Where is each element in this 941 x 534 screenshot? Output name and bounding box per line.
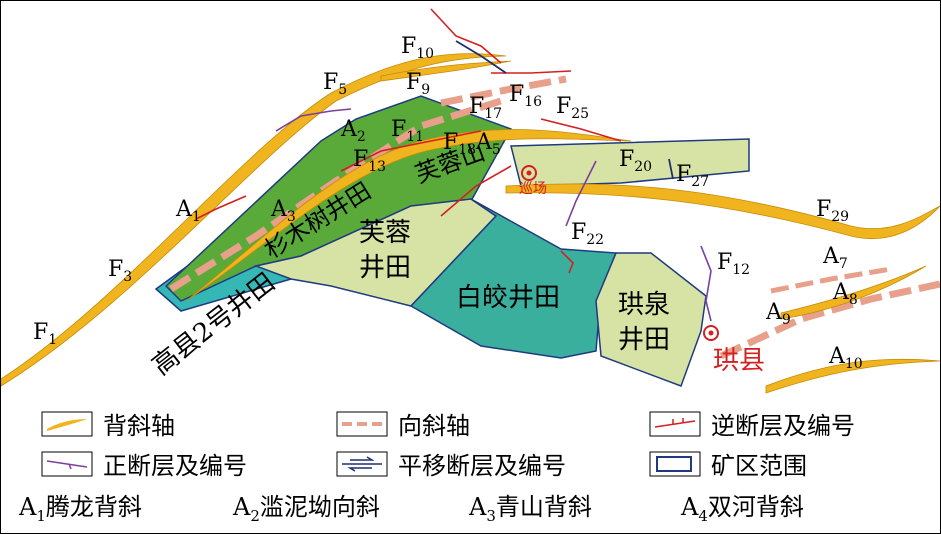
legend-syncline-label: 向斜轴	[398, 412, 470, 440]
syncline-axis	[770, 266, 892, 294]
label-F10: F10	[401, 34, 434, 62]
label-F29: F29	[816, 197, 849, 225]
legend-anticline-label: 背斜轴	[103, 412, 175, 440]
syncline-axis	[719, 280, 940, 360]
anticline-axis	[1, 53, 507, 387]
label-F17: F17	[469, 94, 502, 122]
mine-area-swatch-icon	[649, 451, 701, 476]
normal-fault	[700, 245, 712, 322]
legend-mine: 矿区范围	[649, 446, 807, 481]
label-F5: F5	[323, 70, 347, 98]
label-F1: F1	[33, 320, 57, 348]
anticline-axis	[765, 358, 940, 394]
label-A8: A8	[832, 280, 858, 308]
normal-fault	[565, 160, 597, 227]
label-F12: F12	[717, 250, 750, 278]
anticline-axis	[505, 183, 940, 240]
label-F25: F25	[556, 94, 589, 122]
town-marker-gongxian	[703, 325, 719, 341]
reverse-fault-swatch-icon	[649, 411, 701, 436]
label-furong-1: 芙蓉	[359, 218, 411, 248]
legend-strike-slip: 平移断层及编号	[336, 446, 566, 481]
normal-fault	[275, 108, 352, 132]
reverse-fault	[340, 130, 482, 172]
label-A9: A9	[765, 300, 791, 328]
strike-slip-swatch-icon	[336, 451, 388, 476]
legend-mine-label: 矿区范围	[711, 452, 807, 480]
label-F27: F27	[676, 162, 709, 190]
reverse-fault	[560, 250, 574, 274]
legend-normal: 正断层及编号	[41, 446, 247, 481]
legend-reverse: 逆断层及编号	[649, 406, 855, 441]
label-gongquan-2: 井田	[618, 325, 670, 355]
label-A7: A7	[822, 244, 848, 272]
town-marker-xunchang	[521, 165, 537, 181]
strike-slip-fault	[668, 158, 674, 180]
label-furong-2: 井田	[359, 253, 411, 283]
label-baijiao: 白皎井田	[456, 283, 560, 313]
label-F3: F3	[108, 257, 132, 285]
legend-normal-label: 正断层及编号	[103, 452, 247, 480]
reverse-fault	[430, 8, 502, 64]
syncline-swatch-icon	[336, 411, 388, 436]
legend-reverse-label: 逆断层及编号	[711, 412, 855, 440]
label-A10: A10	[828, 344, 863, 372]
anticline-swatch-icon	[41, 411, 93, 436]
baijiao-field	[409, 198, 618, 359]
label-F22: F22	[571, 220, 604, 248]
syncline-axis	[440, 75, 567, 107]
normal-fault-swatch-icon	[41, 451, 93, 476]
anticline-name-2: A2滥泥坳向斜	[233, 493, 380, 525]
reverse-fault	[540, 118, 622, 142]
furongshan-field	[510, 138, 750, 187]
label-gongquan-1: 珙泉	[618, 290, 670, 320]
strike-slip-fault	[455, 40, 507, 74]
geologic-map: 高县2号井田 杉木树井田 芙蓉山 芙蓉 井田 白皎井田 珙泉 井田 巡场 珙县 …	[1, 8, 940, 394]
reverse-fault	[195, 195, 247, 220]
label-xunchang: 巡场	[519, 181, 547, 197]
reverse-fault	[440, 165, 512, 217]
anticline-name-1: A1腾龙背斜	[19, 493, 142, 525]
anticline-name-3: A3青山背斜	[469, 493, 592, 525]
label-gongxian: 珙县	[713, 346, 765, 376]
anticline-axis	[380, 60, 512, 82]
gongquan-field	[595, 252, 707, 387]
legend-anticline: 背斜轴	[41, 406, 175, 441]
legend-strike-slip-label: 平移断层及编号	[398, 452, 566, 480]
anticline-name-4: A4双河背斜	[681, 493, 804, 525]
label-A1: A1	[175, 197, 201, 225]
legend-syncline: 向斜轴	[336, 406, 470, 441]
anticline-axis	[185, 129, 632, 302]
anticline-axis	[780, 265, 927, 320]
reverse-fault	[491, 70, 572, 74]
